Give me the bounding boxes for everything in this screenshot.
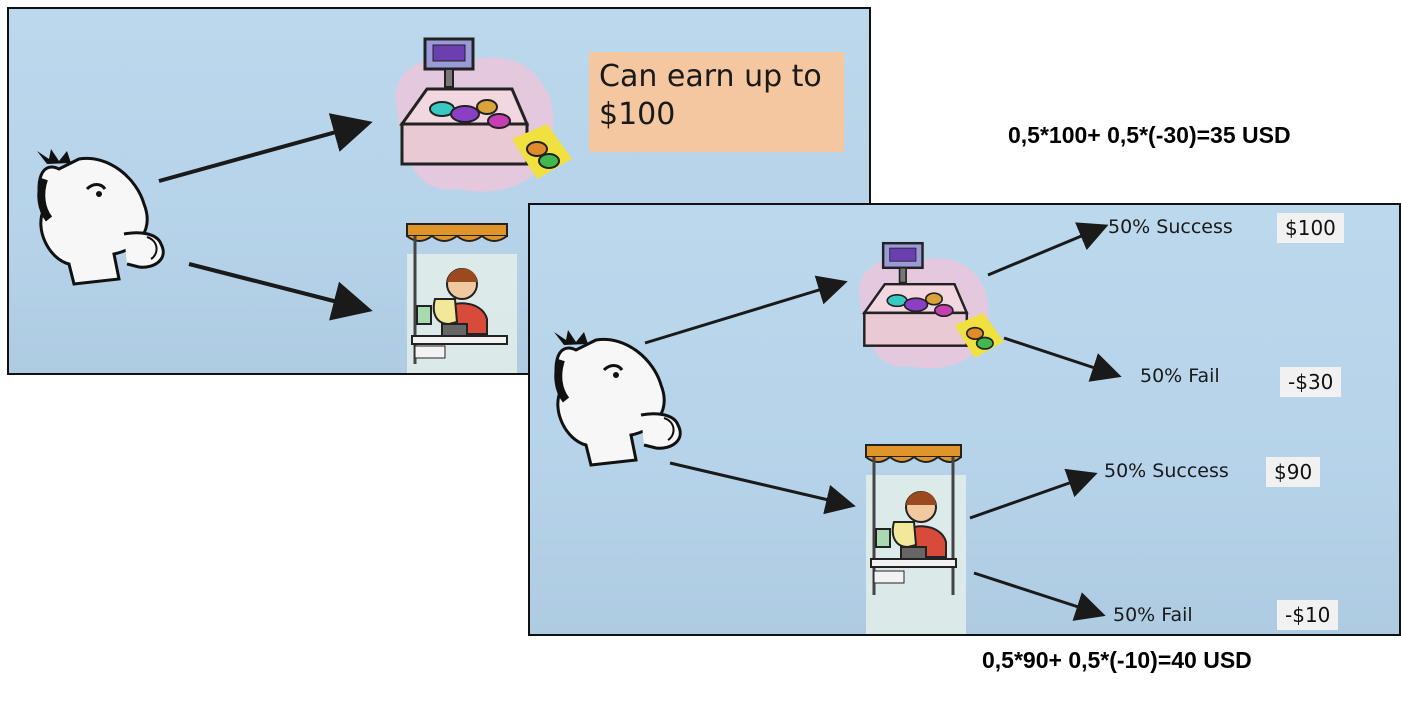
arrow-to-candy bbox=[158, 113, 373, 183]
stand-success-label: 50% Success bbox=[1104, 460, 1229, 482]
candy-success-label: 50% Success bbox=[1108, 216, 1233, 238]
arrow-stand-fail bbox=[973, 571, 1106, 621]
thinking-person-icon bbox=[554, 330, 682, 467]
candy-fail-label: 50% Fail bbox=[1140, 365, 1220, 387]
stand-fail-label: 50% Fail bbox=[1113, 604, 1193, 626]
arrow-candy-success bbox=[987, 222, 1109, 277]
arrow-to-stand bbox=[669, 461, 856, 515]
candy-shop-icon bbox=[858, 241, 1004, 369]
lemonade-stand-icon bbox=[406, 223, 517, 373]
earnings-note: Can earn up to $100 bbox=[589, 52, 844, 152]
panel-1-graphics bbox=[37, 37, 572, 373]
stand-success-value: $90 bbox=[1266, 457, 1321, 487]
panel-2-graphics bbox=[554, 222, 1122, 634]
arrow-candy-fail bbox=[1003, 336, 1122, 382]
arrow-to-stand bbox=[188, 262, 373, 321]
lemonade-stand-icon bbox=[865, 444, 966, 634]
decision-panel-initial: Can earn up to $100 bbox=[7, 7, 871, 375]
candy-shop-icon bbox=[395, 37, 572, 192]
decision-tree-panel: 50% Success $100 50% Fail -$30 50% Succe… bbox=[528, 203, 1401, 636]
thinking-person-icon bbox=[37, 149, 165, 286]
arrow-to-candy bbox=[644, 275, 848, 345]
candy-expected-value-formula: 0,5*100+ 0,5*(-30)=35 USD bbox=[1008, 122, 1291, 148]
candy-fail-value: -$30 bbox=[1280, 367, 1342, 397]
stand-fail-value: -$10 bbox=[1277, 600, 1339, 630]
arrow-stand-success bbox=[969, 468, 1098, 520]
candy-success-value: $100 bbox=[1277, 213, 1344, 243]
stand-expected-value-formula: 0,5*90+ 0,5*(-10)=40 USD bbox=[982, 647, 1252, 673]
